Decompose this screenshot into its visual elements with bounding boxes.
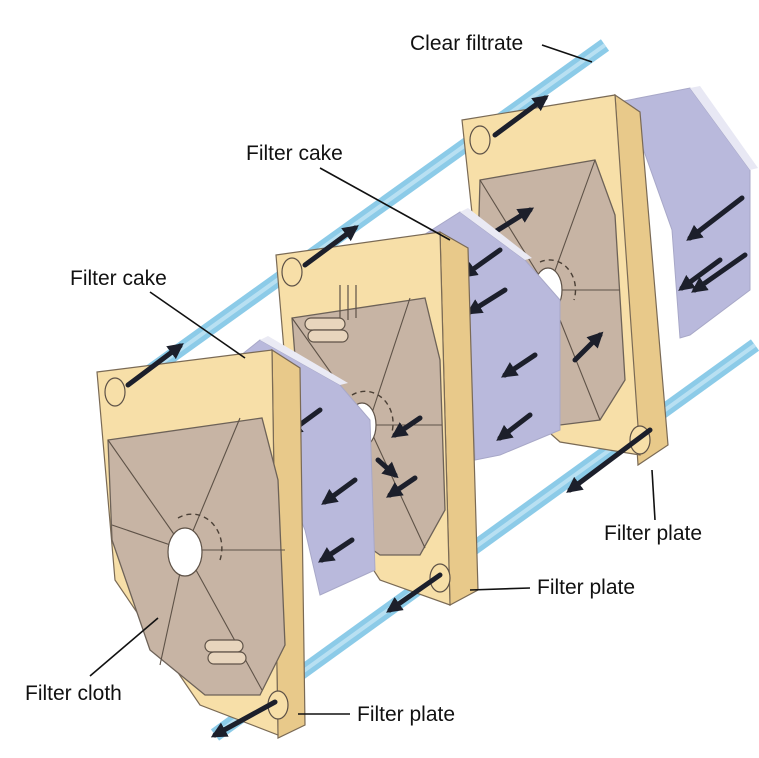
flow-arrow [501, 352, 538, 378]
flow-arrow [302, 225, 359, 268]
label-text: Filter cloth [25, 682, 122, 705]
flow-arrow [566, 427, 653, 493]
label-text: Filter cake [246, 142, 343, 165]
label-text: Filter plate [604, 522, 702, 545]
flow-arrow [125, 343, 184, 388]
flow-arrow [461, 247, 503, 278]
flow-arrow [492, 95, 549, 138]
flow-arrow [210, 699, 278, 738]
label-filter-cloth: Filter cloth [25, 617, 159, 705]
label-filter-plate-middle: Filter plate [469, 576, 635, 599]
label-text: Filter plate [357, 703, 455, 726]
flow-arrow [465, 287, 508, 315]
flow-arrow [391, 415, 423, 438]
label-filter-plate-bottom: Filter plate [298, 703, 455, 726]
label-clear-filtrate: Clear filtrate [410, 32, 593, 63]
label-filter-cake-top: Filter cake [246, 142, 451, 241]
flow-arrow [572, 331, 604, 363]
flow-arrow [375, 457, 399, 479]
flow-arrow [386, 572, 443, 613]
flow-arrow [686, 195, 745, 241]
flow-arrow [318, 537, 355, 563]
flow-arrow [386, 475, 418, 498]
label-text: Clear filtrate [410, 32, 523, 55]
flow-arrow [496, 412, 533, 441]
drain-tubes-middle [304, 285, 357, 343]
flow-arrow [321, 477, 358, 505]
upper-filtrate-pipe [105, 39, 610, 406]
label-text: Filter cake [70, 267, 167, 290]
filter-cake-far-right [576, 86, 758, 339]
flow-arrow [691, 252, 748, 293]
label-text: Filter plate [537, 576, 635, 599]
filter-plate-front [96, 343, 306, 739]
drain-tubes-front [204, 639, 247, 665]
flow-arrow [678, 257, 723, 291]
label-filter-cake-left: Filter cake [70, 267, 246, 359]
label-filter-plate-right: Filter plate [604, 469, 702, 545]
